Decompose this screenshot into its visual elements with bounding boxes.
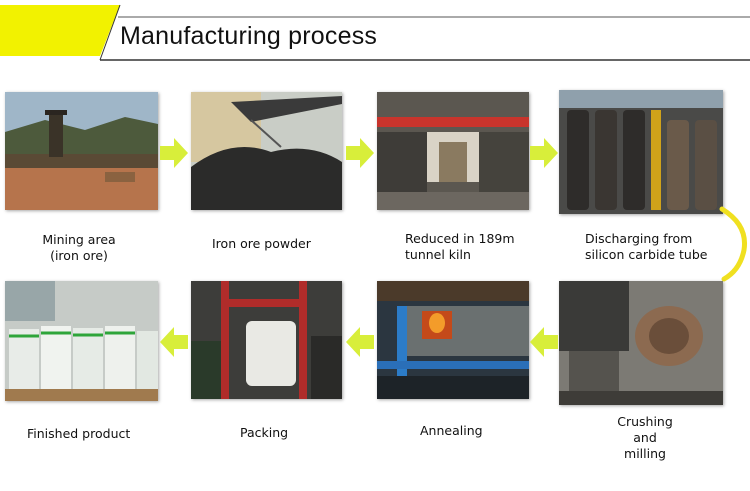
photo-iron-ore-powder <box>191 92 342 210</box>
page-title: Manufacturing process <box>120 22 378 50</box>
step-label-tunnel-kiln: Reduced in 189m tunnel kiln <box>405 231 515 262</box>
arrow-right-1 <box>160 138 188 168</box>
arrow-left-1 <box>530 327 558 357</box>
photo-mining-area <box>5 92 158 210</box>
step-label-annealing: Annealing <box>420 423 483 438</box>
arrow-left-3 <box>160 327 188 357</box>
step-label-discharging: Discharging from silicon carbide tube <box>585 231 708 262</box>
photo-crushing-milling <box>559 281 723 405</box>
photo-annealing <box>377 281 529 399</box>
photo-tunnel-kiln <box>377 92 529 210</box>
photo-packing <box>191 281 342 399</box>
step-label-packing: Packing <box>240 425 289 440</box>
photo-silicon-carbide-tube <box>559 90 723 214</box>
step-label-mining: Mining area (iron ore) <box>42 232 116 263</box>
curve-arrow <box>719 206 748 282</box>
arrow-left-2 <box>346 327 374 357</box>
step-label-finished: Finished product <box>27 426 131 441</box>
step-label-crushing: Crushing and milling <box>617 414 673 461</box>
arrow-right-3 <box>530 138 558 168</box>
photo-finished-product <box>5 281 158 401</box>
arrow-right-2 <box>346 138 374 168</box>
step-label-ore-powder: Iron ore powder <box>212 236 311 251</box>
header-banner <box>0 4 750 61</box>
header-accent <box>0 5 120 56</box>
